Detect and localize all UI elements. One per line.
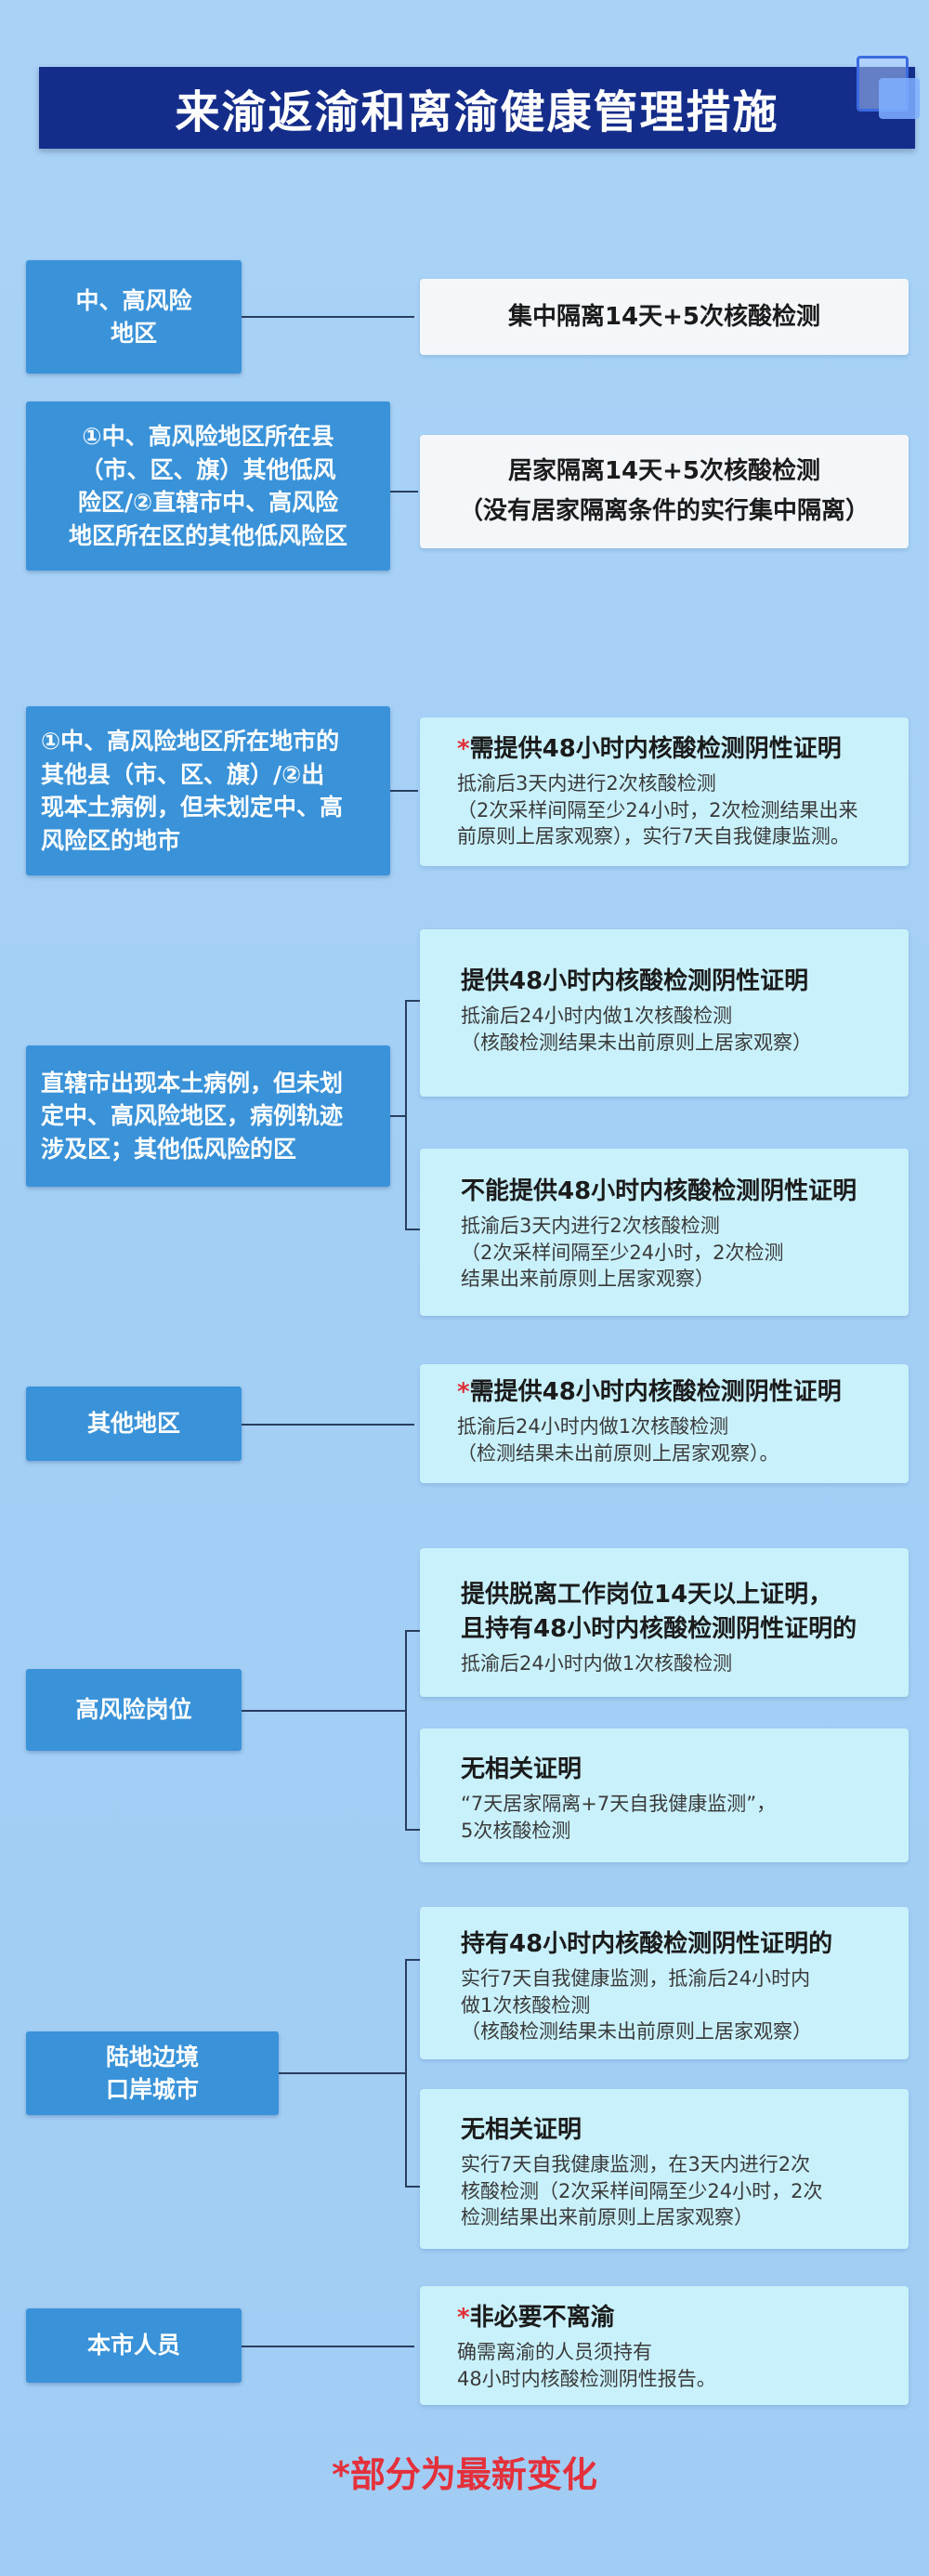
new-change-star-icon: *	[457, 735, 470, 763]
category-label: 其他地区	[26, 1387, 242, 1461]
connector-line	[405, 1000, 420, 1002]
connector-line	[242, 1710, 405, 1712]
new-change-star-icon: *	[457, 2304, 470, 2332]
connector-line	[405, 1829, 420, 1831]
connector-line	[405, 1959, 420, 1961]
page-title: 来渝返渝和离渝健康管理措施	[175, 86, 779, 138]
category-label: 本市人员	[26, 2308, 242, 2383]
measure-card: 集中隔离14天+5次核酸检测	[420, 279, 909, 355]
bracket-line	[405, 1000, 407, 1230]
connector-line	[242, 2346, 414, 2347]
measure-card: *需提供48小时内核酸检测阴性证明 抵渝后24小时内做1次核酸检测 （检测结果未…	[420, 1364, 909, 1483]
measure-card: 无相关证明 “7天居家隔离+7天自我健康监测”， 5次核酸检测	[420, 1728, 909, 1862]
connector-line	[242, 316, 414, 318]
title-banner: 来渝返渝和离渝健康管理措施	[39, 67, 915, 149]
connector-line	[390, 790, 418, 792]
measure-card: *需提供48小时内核酸检测阴性证明 抵渝后3天内进行2次核酸检测 （2次采样间隔…	[420, 717, 909, 866]
connector-line	[405, 1630, 420, 1632]
measure-card: 无相关证明 实行7天自我健康监测，在3天内进行2次 核酸检测（2次采样间隔至少2…	[420, 2089, 909, 2249]
category-label: ①中、高风险地区所在县 （市、区、旗）其他低风 险区/②直辖市中、高风险 地区所…	[26, 401, 390, 571]
footer-note: *部分为最新变化	[332, 2454, 597, 2495]
decorative-square-icon	[879, 78, 920, 119]
connector-line	[390, 1115, 405, 1117]
connector-line	[279, 2072, 405, 2074]
category-label: 高风险岗位	[26, 1669, 242, 1751]
measure-card: *非必要不离渝 确需离渝的人员须持有 48小时内核酸检测阴性报告。	[420, 2286, 909, 2405]
connector-line	[405, 1229, 420, 1230]
connector-line	[390, 491, 418, 493]
measure-card: 居家隔离14天+5次核酸检测 （没有居家隔离条件的实行集中隔离）	[420, 435, 909, 548]
measure-card: 提供48小时内核酸检测阴性证明 抵渝后24小时内做1次核酸检测 （核酸检测结果未…	[420, 929, 909, 1097]
bracket-line	[405, 1959, 407, 2188]
connector-line	[405, 2186, 420, 2188]
category-label: ①中、高风险地区所在地市的 其他县（市、区、旗）/②出 现本土病例，但未划定中、…	[26, 706, 390, 875]
new-change-star-icon: *	[457, 1378, 470, 1406]
measure-card: 提供脱离工作岗位14天以上证明， 且持有48小时内核酸检测阴性证明的 抵渝后24…	[420, 1548, 909, 1697]
category-label: 直辖市出现本土病例，但未划 定中、高风险地区，病例轨迹 涉及区；其他低风险的区	[26, 1045, 390, 1187]
category-label: 陆地边境 口岸城市	[26, 2031, 279, 2115]
category-label: 中、高风险 地区	[26, 260, 242, 374]
measure-card: 不能提供48小时内核酸检测阴性证明 抵渝后3天内进行2次核酸检测 （2次采样间隔…	[420, 1149, 909, 1316]
measure-card: 持有48小时内核酸检测阴性证明的 实行7天自我健康监测，抵渝后24小时内 做1次…	[420, 1907, 909, 2059]
bracket-line	[405, 1630, 407, 1831]
connector-line	[242, 1424, 414, 1426]
